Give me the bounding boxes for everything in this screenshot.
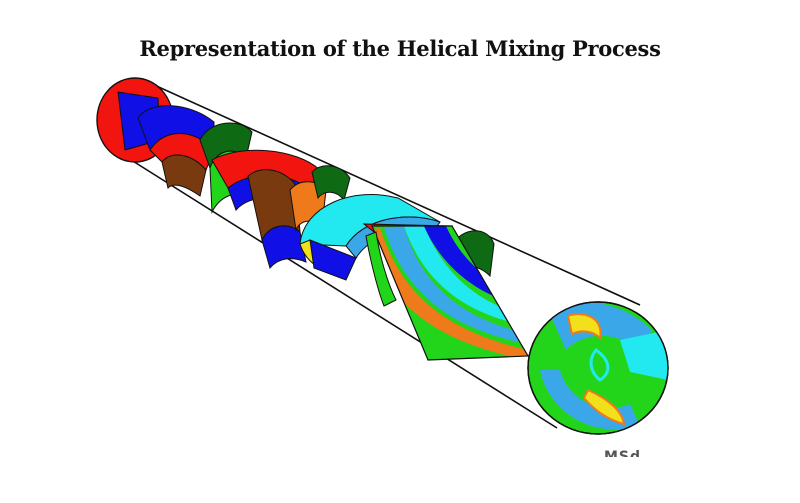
diagram-title: Representation of the Helical Mixing Pro… [139, 36, 661, 61]
helical-element-3 [247, 165, 351, 270]
watermark: MSd [604, 449, 642, 457]
helical-element-5 [362, 223, 530, 361]
outlet-cross-section [527, 301, 669, 435]
cylinder-outline [127, 78, 641, 429]
